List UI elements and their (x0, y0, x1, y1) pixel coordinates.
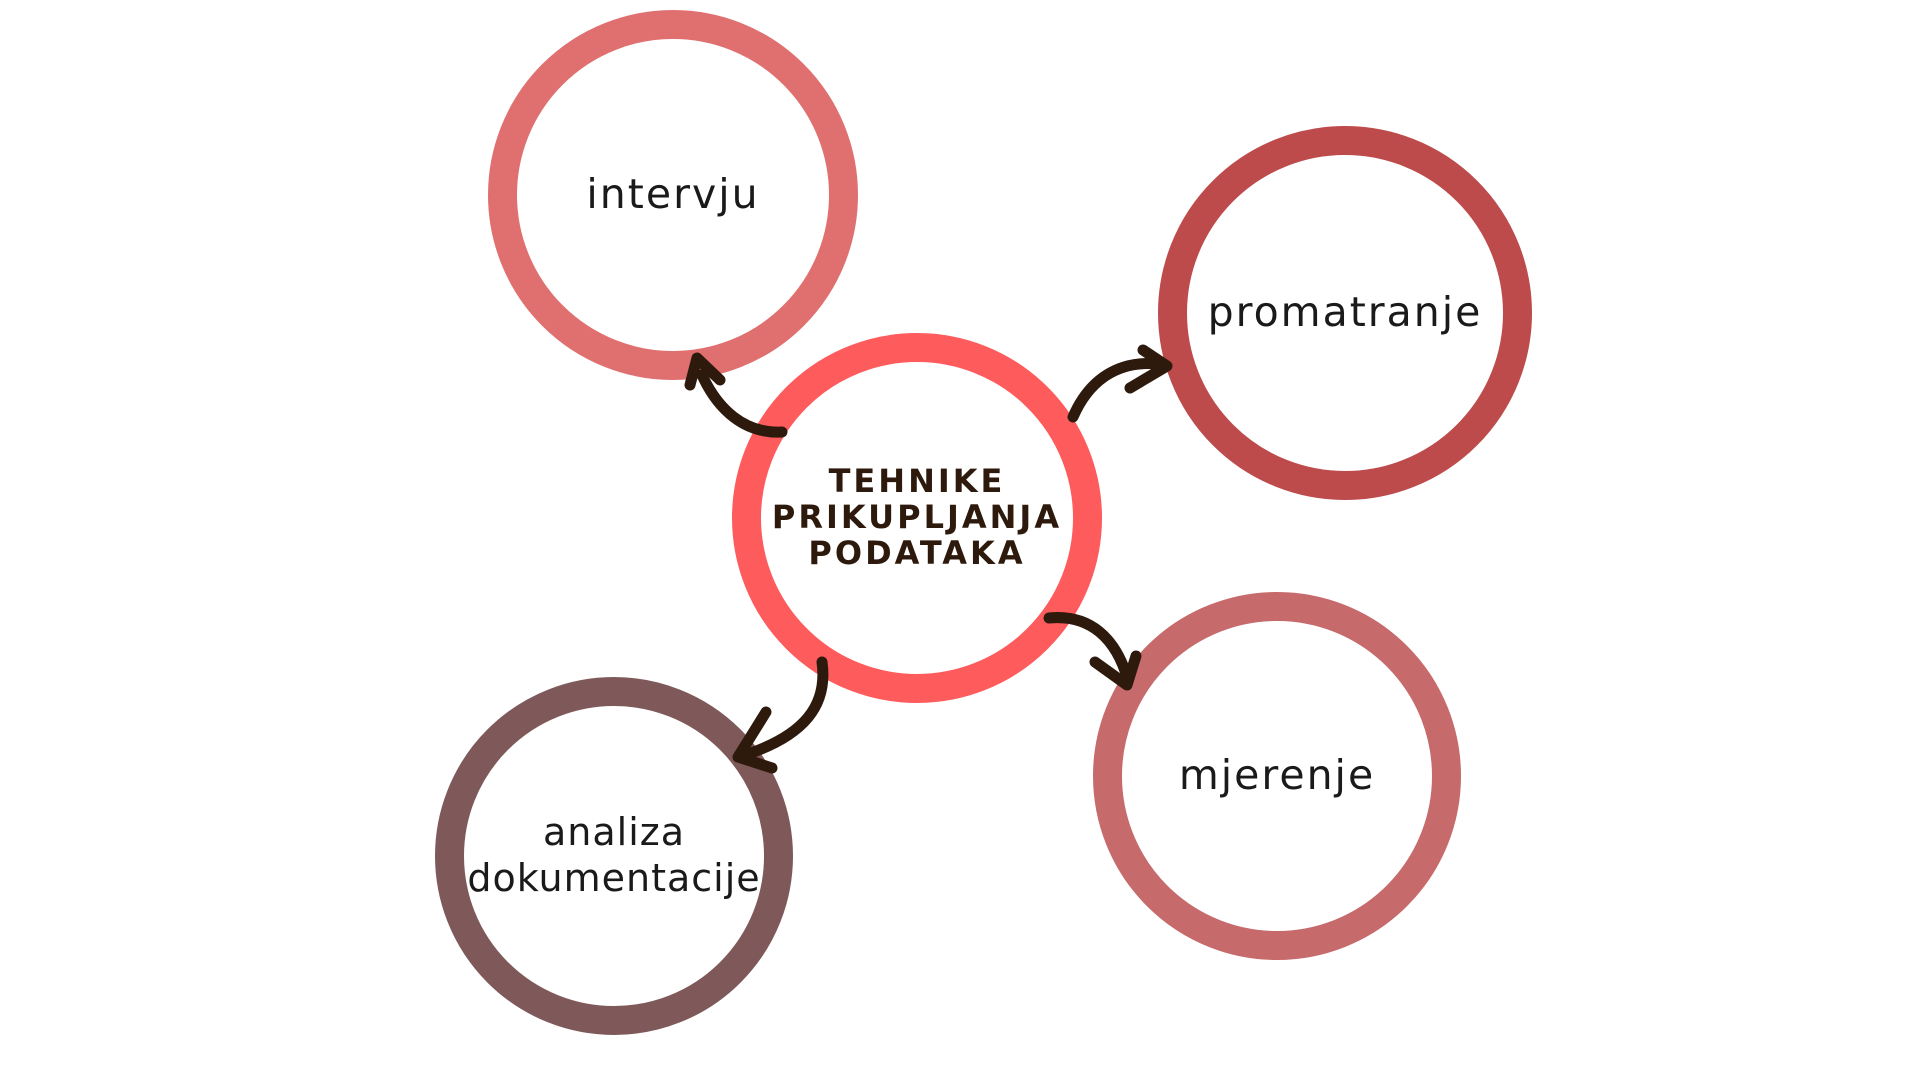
node-interview-label: intervju (586, 170, 760, 219)
arrow-to-measurement (1043, 612, 1142, 691)
center-title-line-3: PODATAKA (808, 533, 1026, 572)
arrow-to-interview (684, 352, 788, 438)
arrow-to-observation (1067, 344, 1173, 423)
node-measurement-label: mjerenje (1178, 751, 1376, 800)
arrow-to-documentation (732, 656, 829, 774)
node-documentation-line-2: dokumentacije (467, 856, 761, 900)
node-observation-label: promatranje (1207, 288, 1483, 337)
center-title-line-1: TEHNIKE (828, 462, 1006, 501)
center-title: TEHNIKE PRIKUPLJANJA PODATAKA (771, 462, 1063, 572)
center-title-line-2: PRIKUPLJANJA (771, 498, 1063, 537)
node-documentation-line-1: analiza (542, 810, 685, 855)
node-documentation-label: analiza dokumentacije (467, 810, 760, 901)
